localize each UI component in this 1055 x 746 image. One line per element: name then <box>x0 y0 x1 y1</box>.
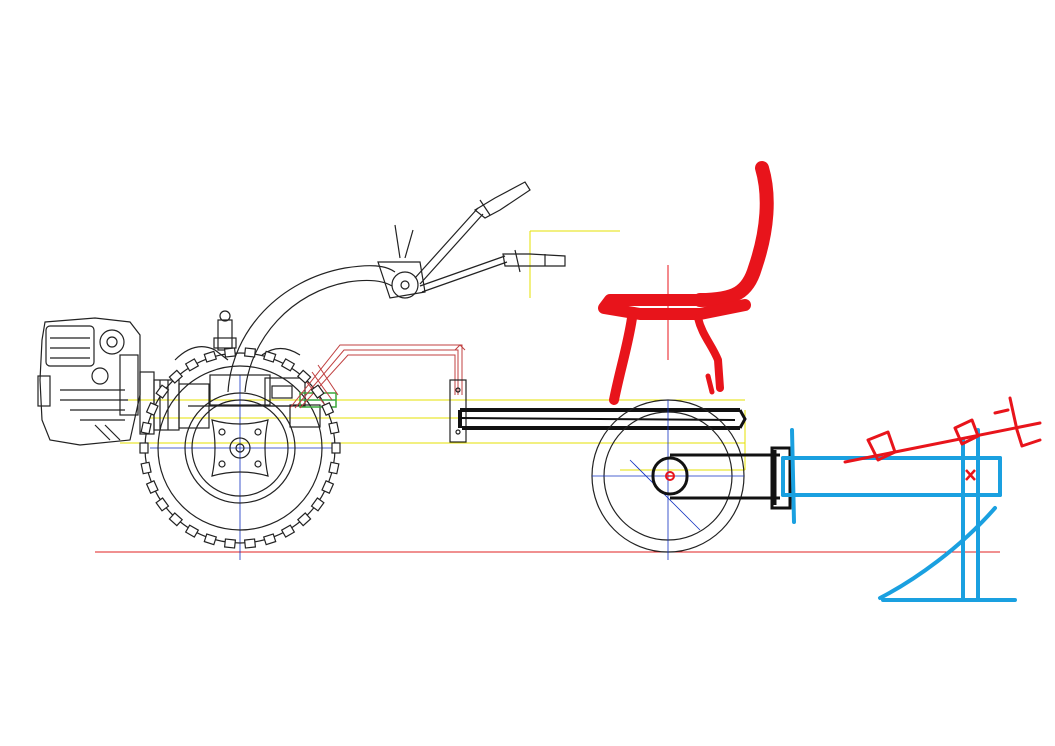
tire-lug <box>331 442 341 454</box>
wheel-icon <box>591 399 745 560</box>
tire-lug <box>243 347 257 358</box>
tire-lug <box>155 497 170 512</box>
tire-lug <box>184 524 200 538</box>
tire-lug <box>296 512 312 527</box>
plough-icon <box>781 428 1017 602</box>
guide-lines <box>120 230 746 471</box>
engine-block-icon <box>37 317 210 446</box>
tire-lug <box>223 538 237 549</box>
tire-lug <box>328 421 340 435</box>
tire-lug <box>262 350 277 363</box>
handlebar-icon <box>227 181 566 393</box>
frame-outline <box>289 344 466 409</box>
tire-lug <box>203 533 218 546</box>
tire-lug <box>155 384 170 399</box>
seat-sketch-icon <box>598 161 774 405</box>
rear-axle-arm <box>651 446 792 510</box>
tire-lug <box>184 358 200 372</box>
frame-beam <box>458 408 747 430</box>
tire-lug <box>321 480 335 494</box>
tire-lug <box>280 358 296 372</box>
draft-linkage <box>843 396 1042 464</box>
plough-mark <box>965 469 976 481</box>
tire-lug <box>203 350 218 363</box>
tire-lug <box>296 369 312 384</box>
tire-lug <box>168 369 184 384</box>
tire-lug <box>168 512 184 527</box>
tire-lug <box>243 538 257 549</box>
tire-lug <box>280 524 296 538</box>
tire-lug <box>140 421 152 435</box>
tire-lug <box>321 402 335 416</box>
tire-lug <box>139 442 149 454</box>
tire-lug <box>328 461 340 475</box>
tire-lug <box>262 533 277 546</box>
tire-lug <box>145 402 159 416</box>
tire-lug <box>145 480 159 494</box>
tire-lug <box>223 347 237 358</box>
tire-lug <box>310 497 325 512</box>
tire-lug <box>310 384 325 399</box>
tire-lug <box>140 461 152 475</box>
